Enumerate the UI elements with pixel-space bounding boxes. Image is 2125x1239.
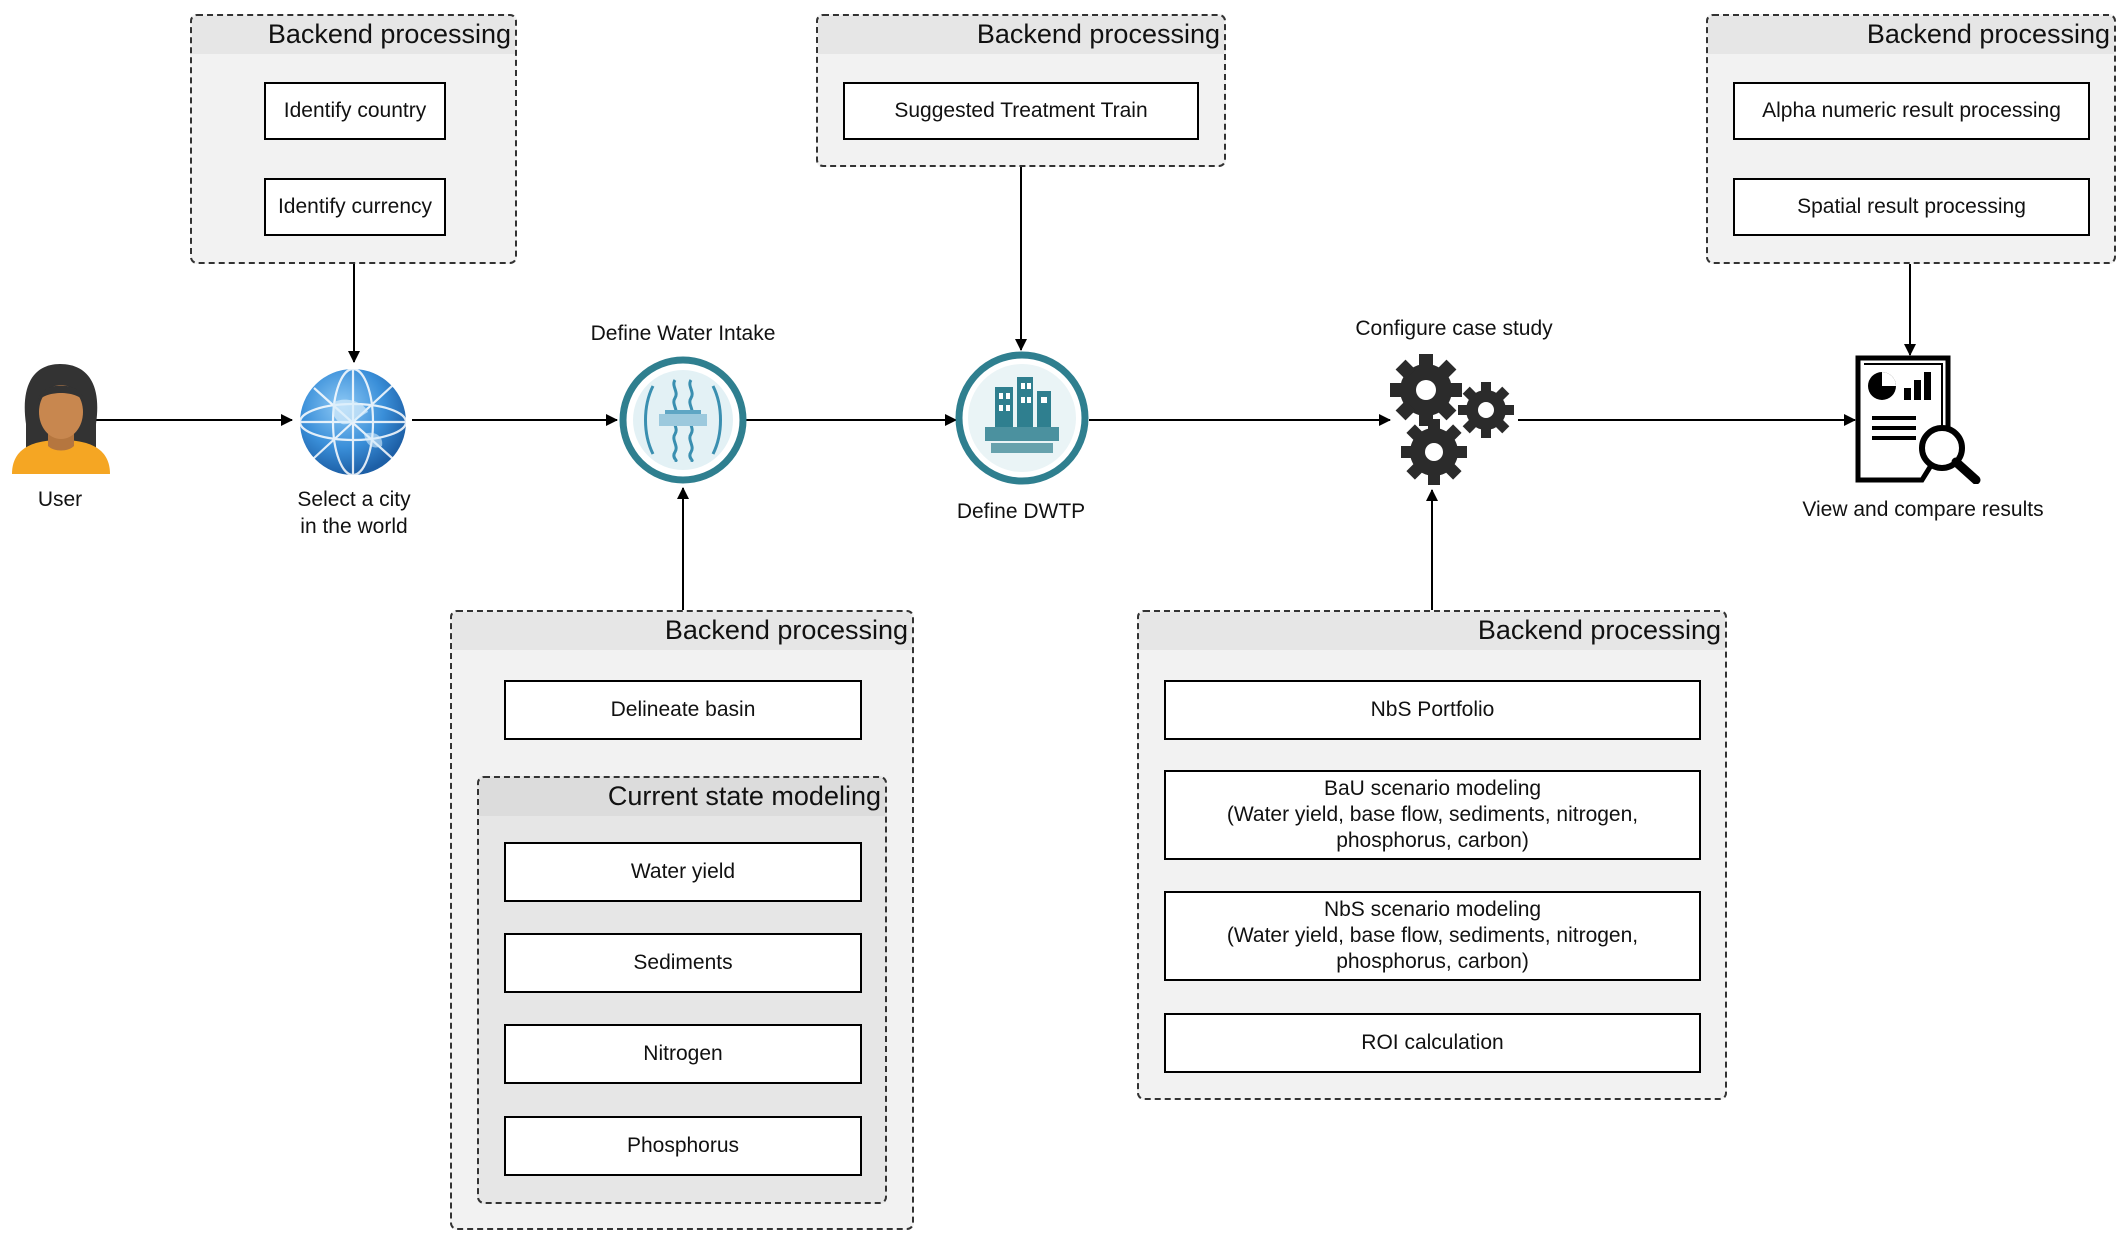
task-bau-scenario-modeling: BaU scenario modeling (Water yield, base… bbox=[1164, 770, 1701, 860]
gears-icon bbox=[1390, 354, 1514, 485]
group-title: Backend processing bbox=[192, 16, 515, 54]
task-nbs-portfolio: NbS Portfolio bbox=[1164, 680, 1701, 740]
task-identify-currency: Identify currency bbox=[264, 178, 446, 236]
water-intake-icon bbox=[619, 356, 747, 484]
task-phosphorus: Phosphorus bbox=[504, 1116, 862, 1176]
group-title: Backend processing bbox=[1708, 16, 2114, 54]
globe-icon bbox=[298, 367, 408, 477]
backend-group-results: Backend processing Alpha numeric result … bbox=[1706, 14, 2116, 264]
select-city-label: Select a city in the world bbox=[297, 488, 411, 538]
task-water-yield: Water yield bbox=[504, 842, 862, 902]
report-search-icon bbox=[1855, 355, 1981, 484]
configure-case-study-label: Configure case study bbox=[1355, 317, 1553, 340]
group-title: Backend processing bbox=[1139, 612, 1725, 650]
backend-group-basin: Backend processing Delineate basin Curre… bbox=[450, 610, 914, 1230]
task-delineate-basin: Delineate basin bbox=[504, 680, 862, 740]
group-title: Backend processing bbox=[818, 16, 1224, 54]
task-nitrogen: Nitrogen bbox=[504, 1024, 862, 1084]
task-alpha-numeric-result-processing: Alpha numeric result processing bbox=[1733, 82, 2090, 140]
task-identify-country: Identify country bbox=[264, 82, 446, 140]
user-label: User bbox=[37, 488, 83, 511]
task-roi-calculation: ROI calculation bbox=[1164, 1013, 1701, 1073]
define-water-intake-label: Define Water Intake bbox=[590, 322, 776, 345]
backend-group-treatment: Backend processing Suggested Treatment T… bbox=[816, 14, 1226, 167]
current-state-modeling-group: Current state modeling Water yield Sedim… bbox=[477, 776, 887, 1204]
task-nbs-scenario-modeling: NbS scenario modeling (Water yield, base… bbox=[1164, 891, 1701, 981]
task-suggested-treatment-train: Suggested Treatment Train bbox=[843, 82, 1199, 140]
view-compare-results-label: View and compare results bbox=[1802, 498, 2044, 521]
backend-group-country: Backend processing Identify country Iden… bbox=[190, 14, 517, 264]
task-spatial-result-processing: Spatial result processing bbox=[1733, 178, 2090, 236]
define-dwtp-label: Define DWTP bbox=[956, 500, 1086, 523]
task-sediments: Sediments bbox=[504, 933, 862, 993]
water-treatment-plant-icon bbox=[955, 351, 1089, 485]
user-icon bbox=[12, 364, 110, 474]
backend-group-case-study: Backend processing NbS Portfolio BaU sce… bbox=[1137, 610, 1727, 1100]
subgroup-title: Current state modeling bbox=[479, 778, 885, 816]
group-title: Backend processing bbox=[452, 612, 912, 650]
